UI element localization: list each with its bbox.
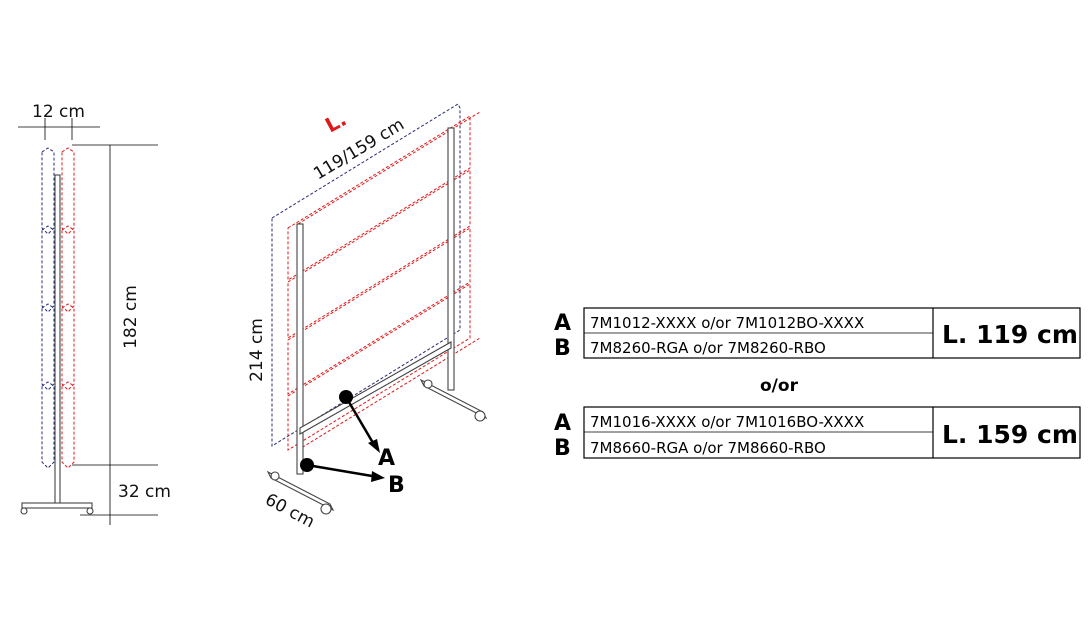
callout-a-arrowhead bbox=[368, 439, 380, 453]
iso-bottom-bar bbox=[299, 341, 452, 435]
callout-a-arrow bbox=[344, 396, 378, 449]
table-group-119: A B 7M1012-XXXX o/or 7M1012BO-XXXX 7M826… bbox=[554, 307, 1081, 361]
callout-b-arrow bbox=[306, 463, 379, 479]
iso-view: L. 119/159 cm 214 cm 60 cm A B bbox=[247, 103, 488, 532]
callout-b-arrowhead bbox=[371, 471, 385, 482]
side-base-label: 32 cm bbox=[118, 482, 171, 502]
side-caster-left bbox=[20, 507, 28, 515]
group-119-length: L. 119 cm bbox=[942, 320, 1078, 349]
callout-b-label: B bbox=[388, 473, 405, 498]
group-119-letter-a: A bbox=[554, 311, 571, 336]
iso-foot-right bbox=[419, 378, 488, 420]
iso-red-panels bbox=[287, 111, 481, 451]
iso-upright-right bbox=[447, 127, 455, 391]
side-red-panel bbox=[61, 147, 75, 469]
side-height-label: 182 cm bbox=[121, 285, 141, 349]
iso-caster-left-back bbox=[270, 471, 280, 481]
iso-height-label: 214 cm bbox=[247, 318, 267, 382]
group-159-letter-b: B bbox=[554, 436, 571, 461]
iso-upright-left bbox=[296, 223, 304, 475]
group-159-border bbox=[583, 406, 1081, 459]
group-159-letter-a: A bbox=[554, 411, 571, 436]
group-159-code-a: 7M1016-XXXX o/or 7M1016BO-XXXX bbox=[590, 413, 864, 431]
callout-a-label: A bbox=[378, 446, 395, 471]
side-blue-panel bbox=[41, 147, 55, 469]
iso-caster-right-front bbox=[474, 410, 486, 422]
side-upright-post bbox=[54, 174, 61, 506]
group-119-code-a: 7M1012-XXXX o/or 7M1012BO-XXXX bbox=[590, 314, 864, 332]
table-separator: o/or bbox=[760, 376, 799, 396]
group-119-code-b: 7M8260-RGA o/or 7M8260-RBO bbox=[590, 339, 826, 357]
iso-caster-right-back bbox=[423, 379, 433, 389]
iso-length-marker: L. bbox=[321, 107, 350, 138]
side-width-label: 12 cm bbox=[32, 102, 85, 122]
table-group-159: A B 7M1016-XXXX o/or 7M1016BO-XXXX 7M866… bbox=[554, 406, 1081, 461]
side-view: 12 cm 182 cm 32 cm bbox=[18, 102, 171, 525]
side-base-foot bbox=[21, 502, 93, 509]
iso-caster-left-front bbox=[320, 503, 332, 515]
side-caster-right bbox=[86, 507, 94, 515]
iso-blue-envelope bbox=[271, 103, 461, 447]
part-table: A B 7M1012-XXXX o/or 7M1012BO-XXXX 7M826… bbox=[554, 307, 1081, 461]
group-119-letter-b: B bbox=[554, 336, 571, 361]
iso-foot-left bbox=[266, 470, 335, 512]
group-159-code-b: 7M8660-RGA o/or 7M8660-RBO bbox=[590, 439, 826, 457]
group-159-length: L. 159 cm bbox=[942, 420, 1078, 449]
